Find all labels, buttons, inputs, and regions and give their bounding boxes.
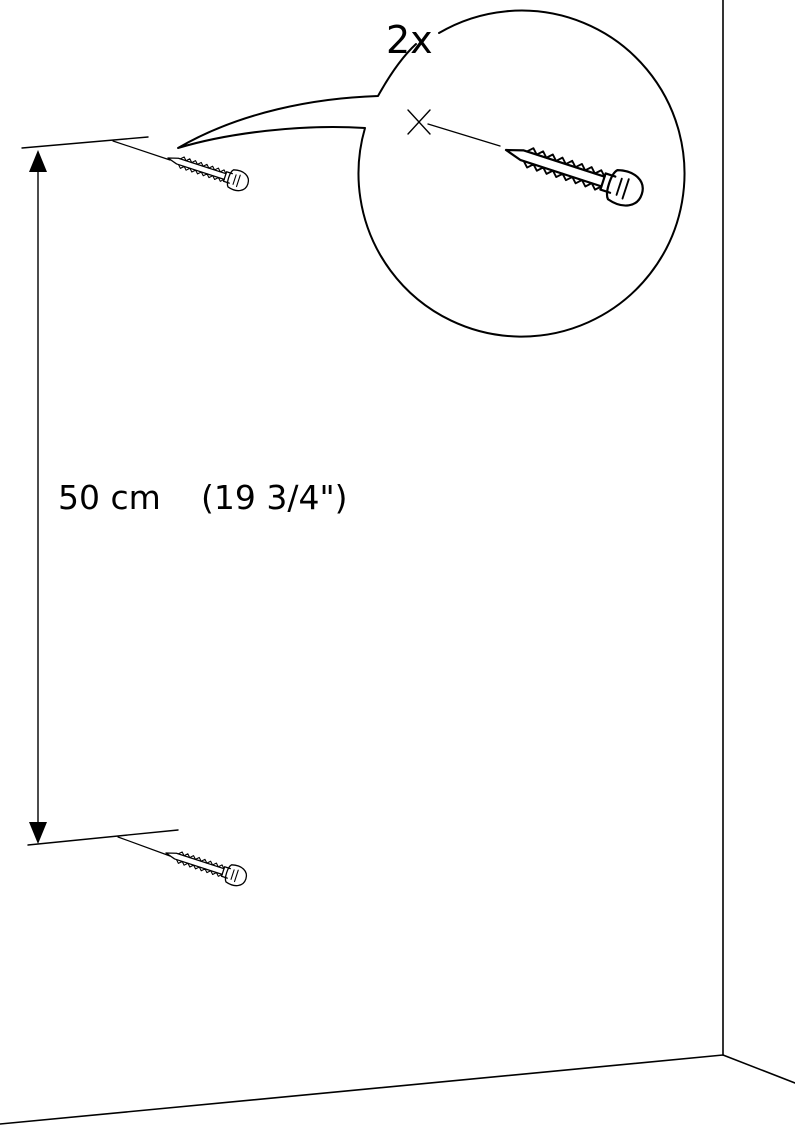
top-screw-leader: [112, 140, 171, 161]
dimension-line: [29, 150, 47, 844]
dimension-imperial: (19 3/4"): [201, 478, 348, 517]
top-screw: [164, 147, 252, 195]
arrowhead-icon: [29, 150, 47, 172]
arrowhead-icon: [29, 822, 47, 844]
top-reference-line: [21, 136, 149, 149]
floor-line-left: [0, 1054, 724, 1125]
magnified-callout: 2x: [177, 9, 686, 338]
quantity-label: 2x: [386, 18, 433, 62]
bottom-reference-line: [27, 829, 179, 846]
drill-line: [427, 123, 501, 147]
dimension-metric: 50 cm: [58, 478, 161, 517]
bottom-screw: [162, 842, 250, 890]
screw-icon: [499, 132, 649, 212]
cross-mark-icon: [407, 109, 431, 135]
bottom-screw-leader: [117, 836, 171, 857]
screw-icon: [164, 147, 252, 195]
screw-icon: [162, 842, 250, 890]
floor-line-right: [722, 1054, 795, 1084]
callout-bubble-outline: [177, 9, 686, 338]
